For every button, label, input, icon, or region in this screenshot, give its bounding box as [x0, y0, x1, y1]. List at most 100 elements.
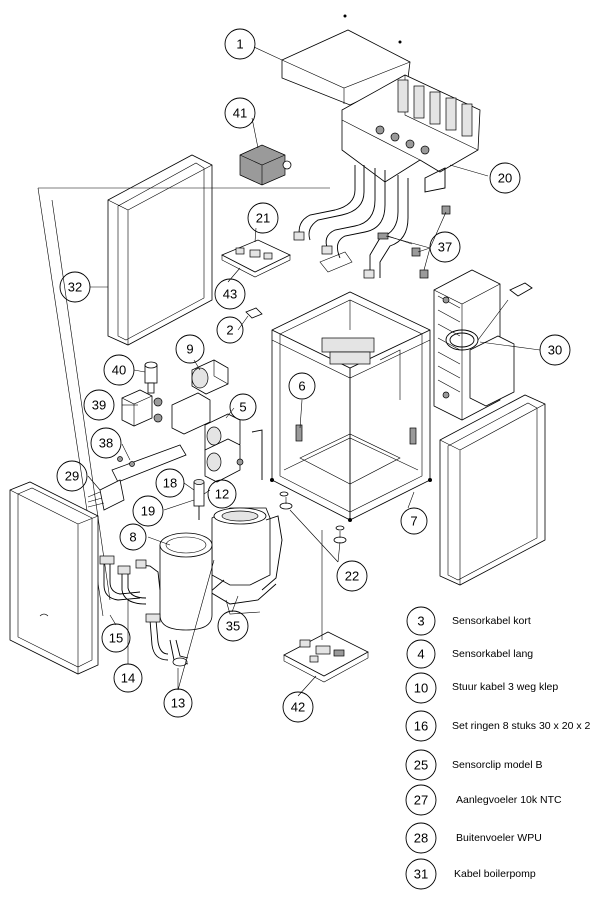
legend-number: 28: [414, 831, 428, 846]
callout-20-label: 20: [498, 171, 512, 186]
callout-43-label: 43: [223, 287, 237, 302]
legend-number: 10: [414, 681, 428, 696]
callout-15-label: 15: [109, 631, 123, 646]
callout-37-label: 37: [438, 240, 452, 255]
callout-30: 30: [539, 334, 571, 366]
part-small-fitting: [245, 307, 263, 319]
legend-number: 3: [417, 614, 424, 629]
part-expansion-fitting: [193, 479, 205, 520]
callout-1-label: 1: [236, 37, 243, 52]
callout-5-label: 5: [239, 400, 246, 415]
callout-41-label: 41: [233, 106, 247, 121]
callout-2: 2: [216, 316, 244, 344]
callout-12-label: 12: [215, 487, 229, 502]
callout-14-label: 14: [121, 671, 135, 686]
legend-number: 16: [414, 719, 428, 734]
part-buffer-vessel: [159, 532, 213, 631]
callout-38-label: 38: [99, 436, 113, 451]
legend-item: 10 Stuur kabel 3 weg klep: [405, 672, 558, 704]
part-sensor: [144, 361, 158, 394]
callout-42: 42: [282, 691, 314, 723]
callout-22: 22: [336, 560, 368, 592]
legend-item: 3 Sensorkabel kort: [406, 606, 531, 636]
part-manifold: [341, 74, 481, 193]
part-front-panel: [9, 481, 99, 675]
legend-number: 25: [414, 758, 428, 773]
legend-description: Stuur kabel 3 weg klep: [452, 681, 558, 693]
legend-number: 31: [414, 867, 428, 882]
legend-number: 4: [417, 647, 424, 662]
part-clips: [319, 205, 451, 279]
callout-30-label: 30: [548, 343, 562, 358]
callout-5: 5: [229, 393, 257, 421]
callout-8: 8: [119, 523, 147, 551]
callout-6: 6: [288, 372, 316, 400]
callout-18-label: 18: [163, 476, 177, 491]
callout-21: 21: [247, 202, 279, 234]
callout-14: 14: [113, 663, 143, 693]
callout-6-label: 6: [298, 379, 305, 394]
callout-29: 29: [56, 460, 88, 492]
legend-item: 16 Set ringen 8 stuks 30 x 20 x 2: [405, 710, 590, 742]
part-adjustable-feet: [279, 491, 347, 544]
callout-41: 41: [224, 97, 256, 129]
legend-item: 27 Aanlegvoeler 10k NTC: [405, 784, 562, 816]
part-control-board: [221, 239, 291, 278]
legend-description: Buitenvoeler WPU: [456, 832, 542, 844]
callout-37: 37: [429, 231, 461, 263]
callout-1: 1: [224, 28, 256, 60]
callout-19: 19: [132, 495, 164, 527]
callout-9-label: 9: [186, 342, 193, 357]
callout-21-label: 21: [256, 211, 270, 226]
callout-20: 20: [489, 162, 521, 194]
callout-18: 18: [155, 468, 185, 498]
callout-39-label: 39: [92, 398, 106, 413]
callout-8-label: 8: [129, 530, 136, 545]
part-pump-head: [239, 144, 292, 186]
part-circulation-pump: [191, 359, 229, 395]
parts-legend: 3 Sensorkabel kort 4 Sensorkabel lang 10 St…: [405, 606, 590, 890]
callout-29-label: 29: [65, 469, 79, 484]
leader-lines: [87, 46, 541, 697]
legend-item: 28 Buitenvoeler WPU: [405, 822, 542, 854]
legend-description: Aanlegvoeler 10k NTC: [456, 794, 562, 806]
callout-13-label: 13: [171, 696, 185, 711]
part-heat-exchanger: [433, 269, 533, 421]
legend-item: 25 Sensorclip model B: [405, 749, 542, 781]
part-compressor: [209, 507, 283, 615]
legend-description: Sensorkabel kort: [452, 615, 531, 627]
part-three-way-valve: [121, 389, 163, 427]
callout-7: 7: [400, 507, 428, 535]
callout-32: 32: [59, 271, 91, 303]
callout-22-label: 22: [345, 569, 359, 584]
legend-description: Set ringen 8 stuks 30 x 20 x 2: [452, 720, 590, 732]
part-circuit-board: [283, 631, 369, 683]
legend-description: Sensorclip model B: [452, 759, 542, 771]
part-insulated-pipe: [87, 444, 187, 511]
callout-43: 43: [214, 278, 246, 310]
legend-item: 4 Sensorkabel lang: [406, 639, 533, 669]
callout-7-label: 7: [410, 514, 417, 529]
callout-2-label: 2: [226, 323, 233, 338]
part-side-panel-right: [439, 394, 546, 586]
part-valve-cluster: [171, 392, 263, 483]
callout-35-label: 35: [226, 619, 240, 634]
legend-item: 31 Kabel boilerpomp: [405, 858, 536, 890]
callout-9: 9: [175, 334, 205, 364]
callout-40-label: 40: [112, 363, 126, 378]
callout-12: 12: [207, 479, 237, 509]
part-side-panel-left: [107, 154, 213, 346]
callout-39: 39: [83, 389, 115, 421]
part-main-frame: [270, 291, 432, 522]
callout-42-label: 42: [291, 700, 305, 715]
callout-40: 40: [103, 354, 135, 386]
callout-35: 35: [217, 610, 249, 642]
callout-13: 13: [163, 688, 193, 718]
legend-description: Sensorkabel lang: [452, 648, 533, 660]
callout-38: 38: [90, 427, 122, 459]
legend-description: Kabel boilerpomp: [454, 868, 536, 880]
legend-number: 27: [414, 793, 428, 808]
callout-15: 15: [101, 623, 131, 653]
